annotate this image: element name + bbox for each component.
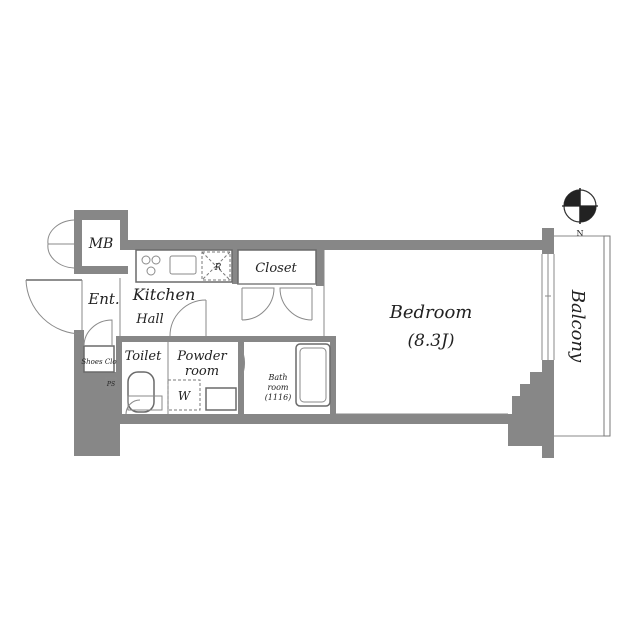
wall-mb-top (74, 210, 128, 220)
compass-north-label: N (577, 229, 584, 238)
sink (169, 255, 197, 275)
wall-mb-bottom (74, 266, 128, 274)
room-label-bathroom-1: Bath (267, 373, 287, 382)
closet (237, 249, 317, 321)
burner-icon (151, 255, 161, 265)
room-label-entrance: Ent. (87, 290, 119, 308)
walls (74, 210, 554, 458)
room-label-refrigerator: R (214, 263, 222, 273)
ps-box (105, 377, 117, 389)
shoes-closet-box (83, 345, 115, 373)
room-label-shoes-closet: Shoes Clo (81, 358, 116, 366)
wall-top-right (316, 240, 554, 250)
wall-mb-right (120, 210, 128, 250)
wall-left-block (74, 372, 120, 456)
room-label-washer: W (178, 389, 192, 403)
room-label-hall: Hall (135, 312, 163, 327)
burner-icon (146, 266, 156, 276)
room-label-bedroom-size: (8.3J) (407, 331, 454, 351)
mb-doors (47, 219, 75, 269)
shoes-closet-door (83, 319, 113, 347)
room-label-balcony: Balcony (567, 289, 588, 363)
room-label-powder-room-2: room (185, 364, 219, 379)
room-label-ps: PS (106, 381, 115, 388)
toilet-bowl (127, 371, 155, 413)
north-arrow-icon (562, 188, 598, 224)
wall-closet-right (316, 246, 324, 286)
toilet-door (125, 399, 141, 415)
washer-box (167, 379, 201, 411)
room-label-powder-room-1: Powder (176, 349, 227, 364)
room-label-bathroom-size: (1116) (265, 393, 292, 402)
bath-door (239, 345, 246, 381)
toilet-tank (127, 395, 163, 411)
entrance-door (25, 279, 83, 335)
burner-icon (141, 255, 151, 265)
room-label-kitchen: Kitchen (132, 285, 196, 304)
bathtub (295, 343, 331, 407)
wall-top-left (120, 240, 320, 250)
refrigerator-box (201, 251, 231, 281)
room-label-toilet: Toilet (125, 349, 162, 364)
hall-door (169, 299, 207, 337)
powder-room-fixtures (167, 345, 246, 411)
wall-bottom (116, 414, 512, 424)
wall-right-top (542, 228, 554, 254)
room-label-mb: MB (88, 236, 114, 252)
wall-kitchen-closet (232, 246, 238, 284)
wall-mid-horizontal (116, 336, 336, 342)
wall-right-bottom-notch (508, 360, 554, 458)
window (541, 254, 555, 360)
wall-bath-right (330, 336, 336, 420)
wall-toilet-left (116, 336, 122, 420)
kitchen-counter (135, 249, 233, 283)
washbasin (205, 387, 237, 411)
balcony-outline (554, 235, 611, 437)
room-label-closet: Closet (255, 261, 297, 276)
room-label-bedroom: Bedroom (389, 302, 473, 323)
room-label-bathroom-2: room (267, 383, 288, 392)
wall-mb-left (74, 210, 82, 274)
